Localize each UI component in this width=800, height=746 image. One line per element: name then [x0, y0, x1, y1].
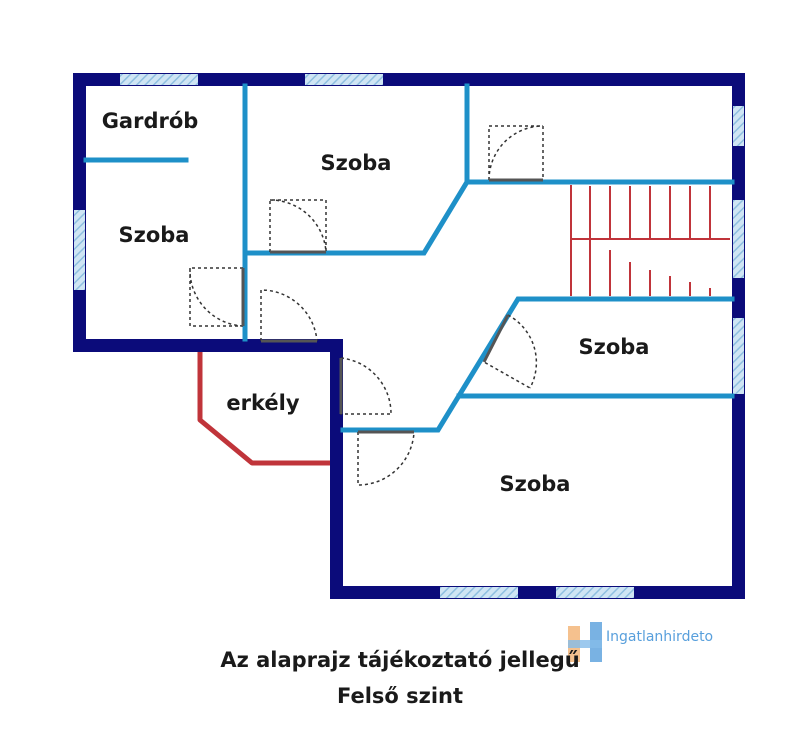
- door-left-room: [189, 267, 244, 327]
- watermark-text: Ingatlanhirdeto: [606, 629, 714, 645]
- caption-disclaimer: Az alaprajz tájékoztató jellegű: [220, 648, 580, 672]
- door-right-room: [483, 314, 538, 389]
- window-top-center: [305, 74, 383, 85]
- window-right-3: [733, 318, 744, 394]
- label-gardrob: Gardrób: [102, 109, 199, 133]
- window-left: [74, 210, 85, 290]
- door-top-room: [269, 199, 327, 253]
- label-szoba-top: Szoba: [321, 151, 392, 175]
- label-szoba-bottom: Szoba: [500, 472, 571, 496]
- label-erkely: erkély: [226, 391, 299, 415]
- window-right-1: [733, 106, 744, 146]
- windows: [74, 74, 744, 598]
- balcony-outline: [197, 352, 330, 466]
- door-leaves: [241, 178, 543, 434]
- watermark-logo-icon: [568, 622, 602, 662]
- staircase: [570, 185, 730, 296]
- caption-floor-name: Felső szint: [336, 684, 464, 708]
- door-balcony: [340, 357, 392, 415]
- door-bottom-room: [357, 431, 415, 486]
- inner-walls: [83, 83, 735, 433]
- door-stairs-room: [488, 125, 544, 181]
- door-corridor: [260, 289, 318, 342]
- window-top-left: [120, 74, 198, 85]
- window-bottom-2: [556, 587, 634, 598]
- window-bottom-1: [440, 587, 518, 598]
- window-right-2: [733, 200, 744, 278]
- label-szoba-left: Szoba: [119, 223, 190, 247]
- label-szoba-right: Szoba: [579, 335, 650, 359]
- watermark: Ingatlanhirdeto: [566, 620, 736, 666]
